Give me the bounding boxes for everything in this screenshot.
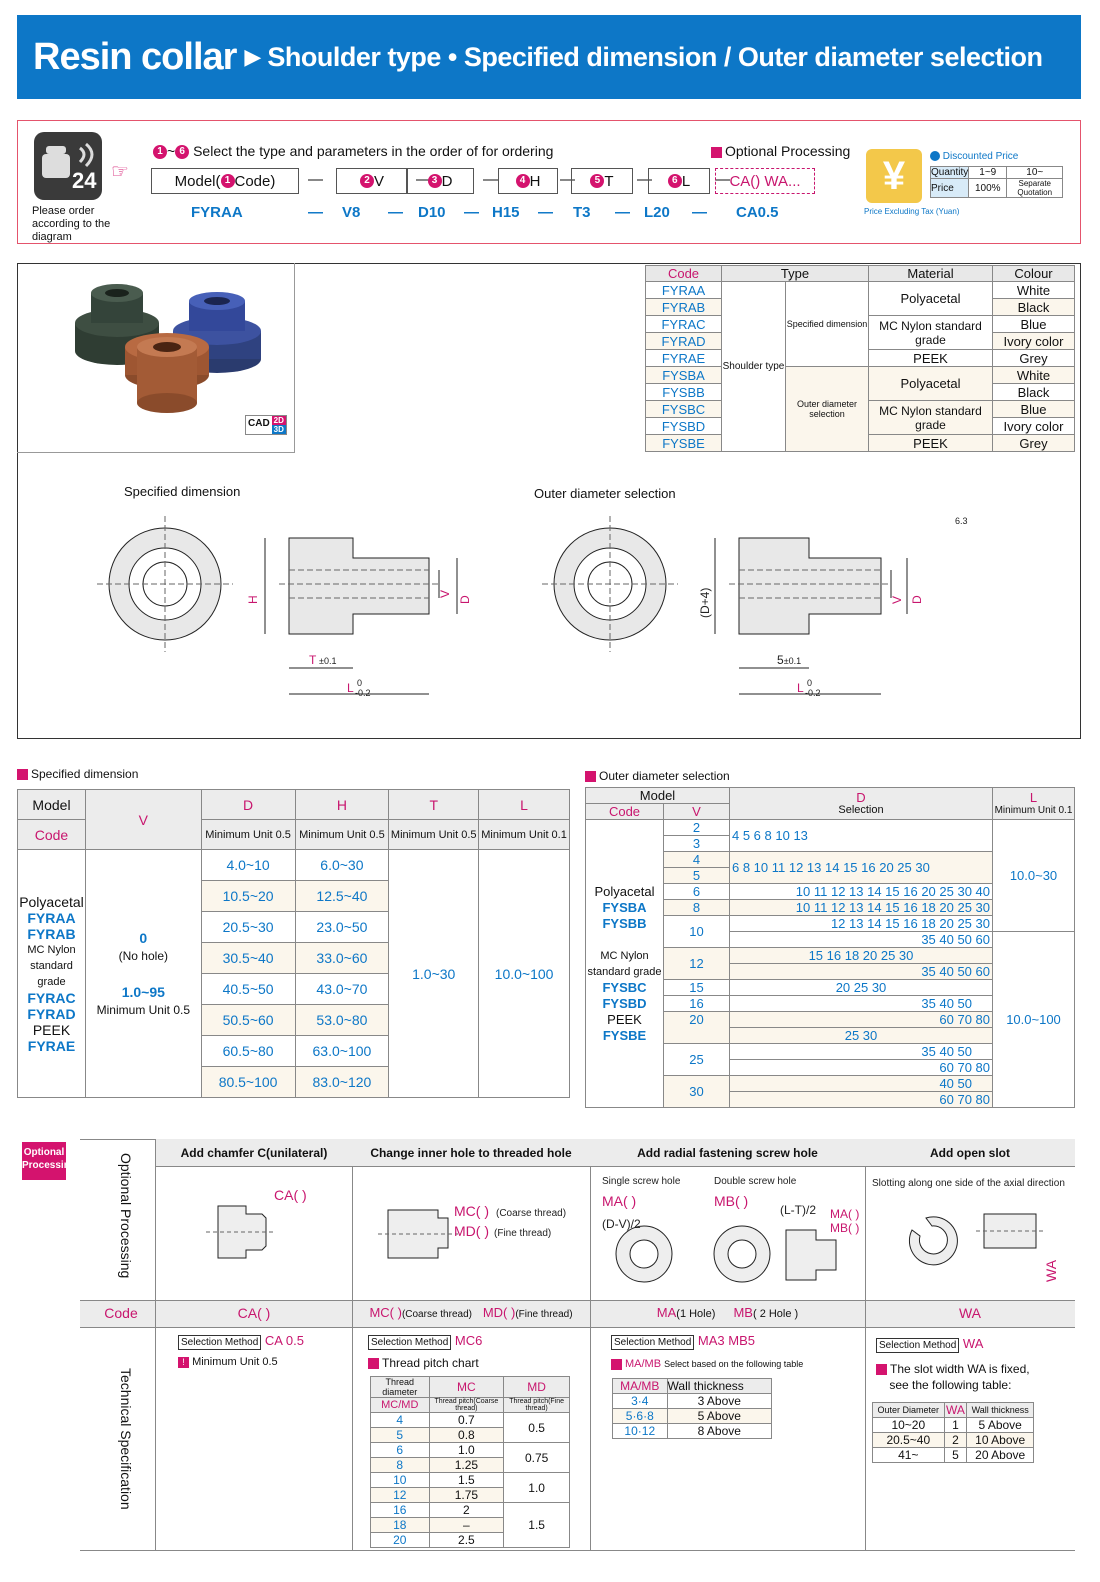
svg-text:Slotting along one side of the: Slotting along one side of the axial dir… bbox=[872, 1178, 1065, 1189]
svg-text:V: V bbox=[890, 596, 904, 604]
product-panel bbox=[17, 263, 1081, 739]
order-instruction: 1~6 Select the type and parameters in th… bbox=[153, 143, 553, 160]
svg-text:(Coarse thread): (Coarse thread) bbox=[496, 1208, 566, 1219]
svg-text:MB( ): MB( ) bbox=[714, 1193, 748, 1209]
phone-24-icon: 24 bbox=[34, 132, 102, 200]
optional-box: CA() WA... bbox=[715, 168, 815, 194]
side-label-optional: Optional Processing bbox=[118, 1153, 134, 1279]
svg-text:(D+4): (D+4) bbox=[698, 588, 712, 618]
svg-text:MD( ): MD( ) bbox=[454, 1223, 489, 1239]
svg-text:MC( ): MC( ) bbox=[454, 1203, 489, 1219]
svg-text:L: L bbox=[347, 681, 354, 695]
svg-text:D: D bbox=[458, 595, 472, 604]
svg-text:-0.2: -0.2 bbox=[805, 688, 821, 698]
svg-text:D: D bbox=[910, 595, 924, 604]
svg-text:L: L bbox=[797, 681, 804, 695]
svg-text:0: 0 bbox=[807, 678, 812, 688]
optional-processing-label: Optional Processing bbox=[711, 143, 850, 159]
svg-text:24: 24 bbox=[72, 168, 97, 193]
svg-text:V: V bbox=[438, 590, 452, 598]
svg-text:CA( ): CA( ) bbox=[274, 1187, 307, 1203]
svg-text:±0.1: ±0.1 bbox=[319, 656, 336, 666]
drawing-right-title: Outer diameter selection bbox=[534, 486, 676, 501]
order-box: 24 Please order according to the diagram… bbox=[17, 120, 1081, 244]
svg-text:(L-T)/2: (L-T)/2 bbox=[780, 1203, 816, 1217]
svg-text:H: H bbox=[246, 595, 260, 604]
svg-text:0: 0 bbox=[357, 678, 362, 688]
svg-text:6.3: 6.3 bbox=[955, 516, 968, 526]
spec-section-title: Specified dimension bbox=[17, 767, 138, 781]
side-label-technical: Technical Specification bbox=[118, 1368, 134, 1510]
code-row bbox=[80, 1300, 1075, 1328]
svg-text:MA( ): MA( ) bbox=[830, 1207, 859, 1221]
outer-section-title: Outer diameter selection bbox=[585, 769, 730, 783]
drawing-left-title: Specified dimension bbox=[124, 484, 241, 499]
svg-text:(Fine thread): (Fine thread) bbox=[494, 1228, 551, 1239]
discount-title: Discounted Price bbox=[930, 151, 1018, 162]
optional-drawings: CA( ) MC( )MD( ) MA( )MB( ) MA( )MB( ) W… bbox=[206, 1176, 1065, 1283]
svg-text:Double screw hole: Double screw hole bbox=[714, 1176, 797, 1187]
page-header: Resin collar ▶ Shoulder type • Specified… bbox=[17, 15, 1081, 99]
order-note: Please order according to the diagram bbox=[32, 205, 111, 243]
arrow-right-icon: ▶ bbox=[244, 44, 262, 69]
info-icon: ! bbox=[178, 1357, 189, 1368]
svg-text:-0.2: -0.2 bbox=[355, 688, 371, 698]
code-label: Code bbox=[104, 1305, 138, 1321]
yen-icon: ¥ bbox=[866, 149, 922, 203]
svg-text:(D-V)/2: (D-V)/2 bbox=[602, 1217, 641, 1231]
svg-text:MA( ): MA( ) bbox=[602, 1193, 636, 1209]
svg-text:WA: WA bbox=[1043, 1259, 1059, 1282]
svg-text:T: T bbox=[309, 653, 317, 667]
svg-text:Single screw hole: Single screw hole bbox=[602, 1176, 681, 1187]
page-title: Resin collar bbox=[33, 35, 237, 78]
svg-text:5±0.1: 5±0.1 bbox=[777, 653, 801, 667]
technical-drawings: H D V T L V D L ±0.10-0.2 5±0.1 0-0.2 (D… bbox=[97, 516, 968, 698]
pointing-hand-icon: ☞ bbox=[111, 161, 129, 183]
svg-text:MB( ): MB( ) bbox=[830, 1221, 859, 1235]
page-subtitle: Shoulder type • Specified dimension / Ou… bbox=[267, 41, 1043, 72]
